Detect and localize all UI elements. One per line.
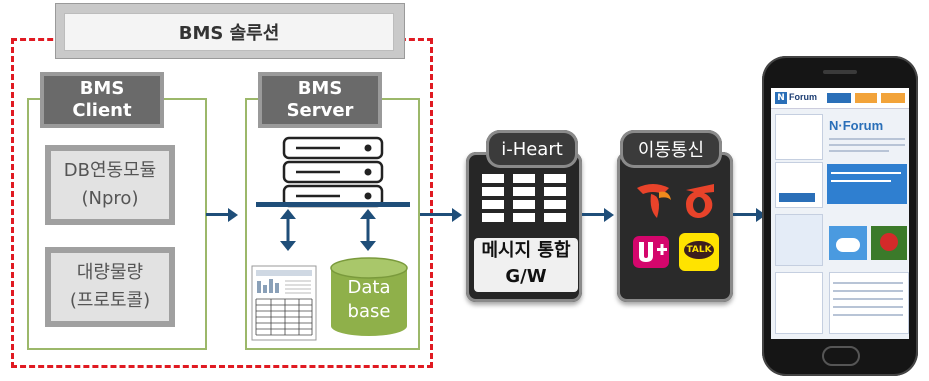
cloud-icon [836,238,860,252]
lgu-logo-icon [633,236,669,268]
server-rack-icon [282,136,384,208]
carrier-tower [617,152,733,302]
login-panel [775,114,823,160]
screen-headline: N·Forum [829,118,884,133]
banner-line [831,180,891,182]
list-line [833,314,903,316]
list-line [833,306,903,308]
phone-speaker [823,70,857,74]
server-to-gateway-arrowhead [452,208,462,222]
server-header: BMS Server [258,72,382,128]
solution-title: BMS 솔루션 [64,13,394,51]
nav-tab-2[interactable] [855,93,877,103]
carrier-title: 이동통신 [620,130,722,168]
bulk-volume-sub: (프로토콜) [69,290,151,311]
phone-screen: N Forum N·Forum [771,88,909,339]
db-module-box: DB연동모듈 (Npro) [45,145,175,225]
screen-topbar: N Forum [771,88,909,109]
client-title-line1: BMS [79,78,125,99]
gateway-label-line2: G/W [505,266,547,287]
list-line [833,290,903,292]
client-to-server-arrowhead [228,208,238,222]
bulk-volume-box: 대량물량 (프로토콜) [45,247,175,327]
server-bus-line [256,202,410,207]
gateway-label: 메시지 통합 G/W [474,238,578,292]
text-line [829,138,905,140]
server-title-line1: BMS [297,78,343,99]
database-label-line2: base [347,301,391,322]
gateway-label-line1: 메시지 통합 [481,240,571,261]
database-cylinder [330,257,408,336]
flower-icon [880,233,898,251]
kakao-talk-bubble [684,241,714,259]
icon-grid [775,272,823,334]
banner-line [831,172,901,174]
gateway-to-carrier-arrowhead [604,208,614,222]
db-module-label: DB연동모듈 [63,160,157,181]
client-title-line2: Client [72,100,132,121]
client-header: BMS Client [40,72,164,128]
kt-logo-icon [686,184,714,218]
bus-db-double-arrow-icon [360,209,376,251]
server-title-line2: Server [286,100,354,121]
list-line [833,298,903,300]
info-box [775,214,823,266]
server-to-gateway-line [420,213,453,216]
db-module-sub: (Npro) [81,188,139,209]
kakao-talk-label: TALK [686,245,712,255]
list-line [833,282,903,284]
gateway-server-icon [482,174,566,222]
side-button[interactable] [779,193,815,202]
gateway-to-carrier-line [582,213,604,216]
flower-photo[interactable] [871,226,907,260]
database-label: Data base [329,276,409,324]
nav-tab-1[interactable] [827,93,851,103]
site-logo-letter: N [775,92,787,104]
bus-doc-double-arrow-icon [280,209,296,251]
nav-tab-3[interactable] [881,93,905,103]
kakao-talk-logo-icon: TALK [679,233,719,271]
home-button[interactable] [822,346,860,366]
carrier-to-phone-arrowhead [756,208,766,222]
cloud-photo[interactable] [829,226,867,260]
skt-logo-icon [637,184,671,218]
client-to-server-line [206,213,228,216]
text-line [829,144,905,146]
report-document-icon [251,265,317,341]
carrier-to-phone-line [733,213,757,216]
promo-banner[interactable] [827,164,907,204]
text-line [829,150,889,152]
site-name: Forum [789,92,817,102]
bulk-volume-label: 대량물량 [76,262,144,283]
database-label-line1: Data [347,277,391,298]
gateway-title: i-Heart [486,130,578,168]
